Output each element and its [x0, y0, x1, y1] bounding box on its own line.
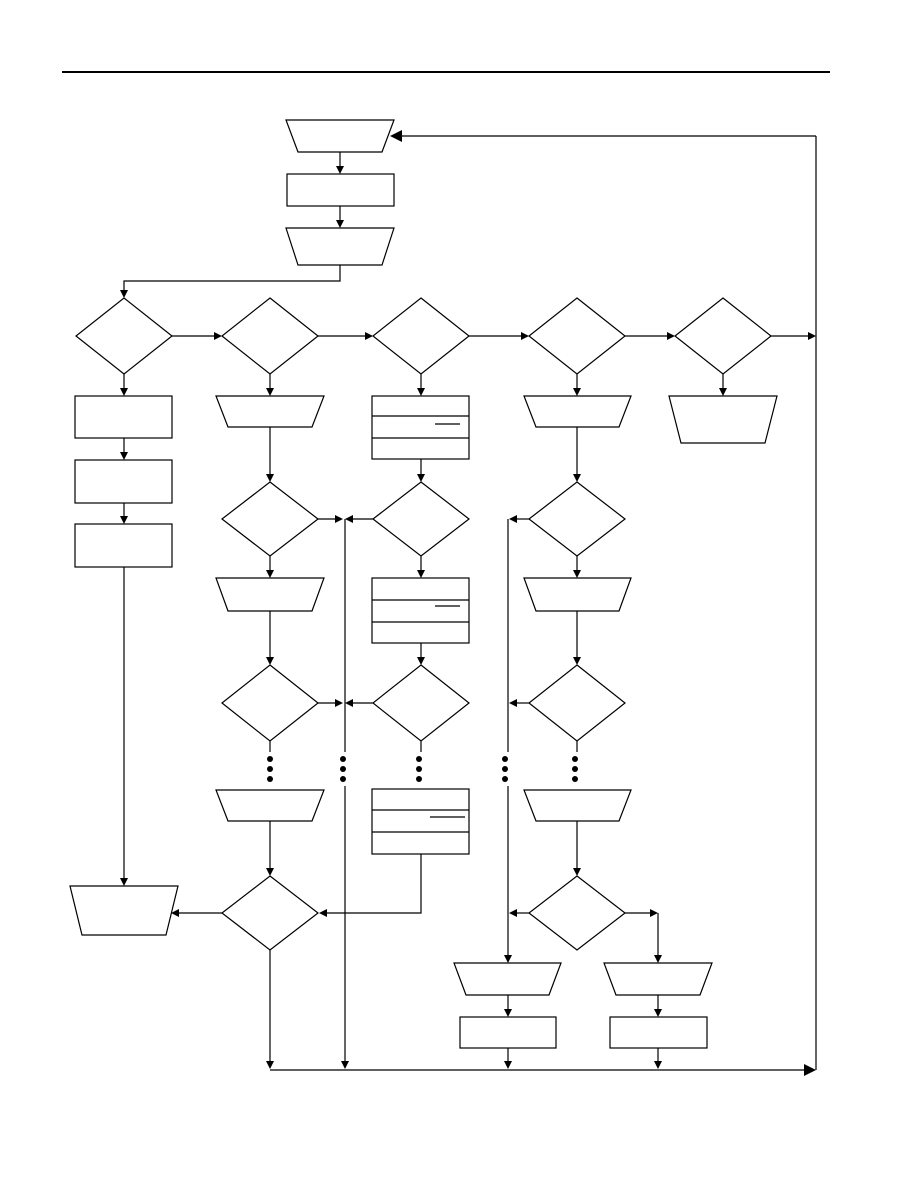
ellipsis-dot [267, 756, 273, 762]
ellipsis-dot [416, 766, 422, 772]
ellipsis-dot [502, 776, 508, 782]
decision-diamond-c4-a [528, 481, 626, 557]
output-trapezoid-c1 [69, 885, 179, 936]
input-trapezoid-bottom-right [603, 962, 713, 996]
decision-diamond-c3-a [372, 481, 470, 557]
process-box-c1-a [74, 395, 173, 439]
decision-row-connectors [172, 332, 816, 340]
bottom-branch-right [603, 962, 713, 1069]
decision-diamond-c2-b [221, 664, 319, 742]
ellipsis-dot [572, 776, 578, 782]
input-trapezoid-c4-b [523, 577, 632, 612]
process-box-bottom-right [609, 1016, 708, 1049]
decision-diamond-2 [221, 297, 319, 375]
column-5 [668, 374, 778, 444]
process-box-c1-c [74, 523, 173, 568]
start-trapezoid [285, 119, 395, 153]
decision-diamond-4 [528, 297, 626, 375]
input-trapezoid-c2-b [215, 577, 325, 612]
ellipsis-dot [416, 756, 422, 762]
process-box-top [286, 173, 395, 207]
ellipsis-dot [340, 776, 346, 782]
input-trapezoid-bottom-left [453, 962, 562, 996]
ellipsis-dot [572, 756, 578, 762]
column-1 [69, 374, 179, 936]
column-4 [509, 374, 662, 963]
input-trapezoid-c4-c [523, 789, 632, 822]
column-3 [319, 374, 470, 917]
loop-back-line [390, 130, 817, 1070]
ellipsis-dot [416, 776, 422, 782]
ellipsis-dot [267, 776, 273, 782]
input-trapezoid-c4-a [523, 395, 632, 428]
decision-diamond-c2-a [221, 481, 319, 557]
process-box-c1-b [74, 459, 173, 504]
process-box-bottom-left [459, 1016, 557, 1049]
ellipsis-dot [267, 766, 273, 772]
decision-diamond-5 [674, 297, 772, 375]
ellipsis-dot [572, 766, 578, 772]
input-trapezoid-c2-c [215, 789, 325, 822]
decision-diamond-c4-c [528, 875, 626, 951]
input-trapezoid-c2-a [215, 395, 325, 428]
decision-diamond-c2-c [221, 875, 319, 951]
merge-line-center [340, 519, 349, 1069]
column-2 [171, 374, 343, 1069]
ellipsis-dot [502, 766, 508, 772]
ellipsis-dot [502, 756, 508, 762]
merge-line-left-of-column-4 [502, 519, 512, 963]
decision-diamond-c4-b [528, 664, 626, 742]
decision-diamond-1 [75, 297, 173, 375]
decision-diamond-3 [372, 297, 470, 375]
ellipsis-dot [340, 766, 346, 772]
ellipsis-dot [340, 756, 346, 762]
bottom-collector-line [270, 1064, 816, 1076]
decision-diamond-c3-b [372, 664, 470, 742]
divided-box-c3-c [371, 788, 470, 855]
output-trapezoid-c5 [668, 395, 778, 444]
input-trapezoid-top [285, 227, 395, 266]
top-connectors [120, 152, 344, 298]
divided-box-c3-a [371, 395, 470, 460]
bottom-branch-left [453, 962, 562, 1069]
divided-box-c3-b [371, 577, 470, 644]
